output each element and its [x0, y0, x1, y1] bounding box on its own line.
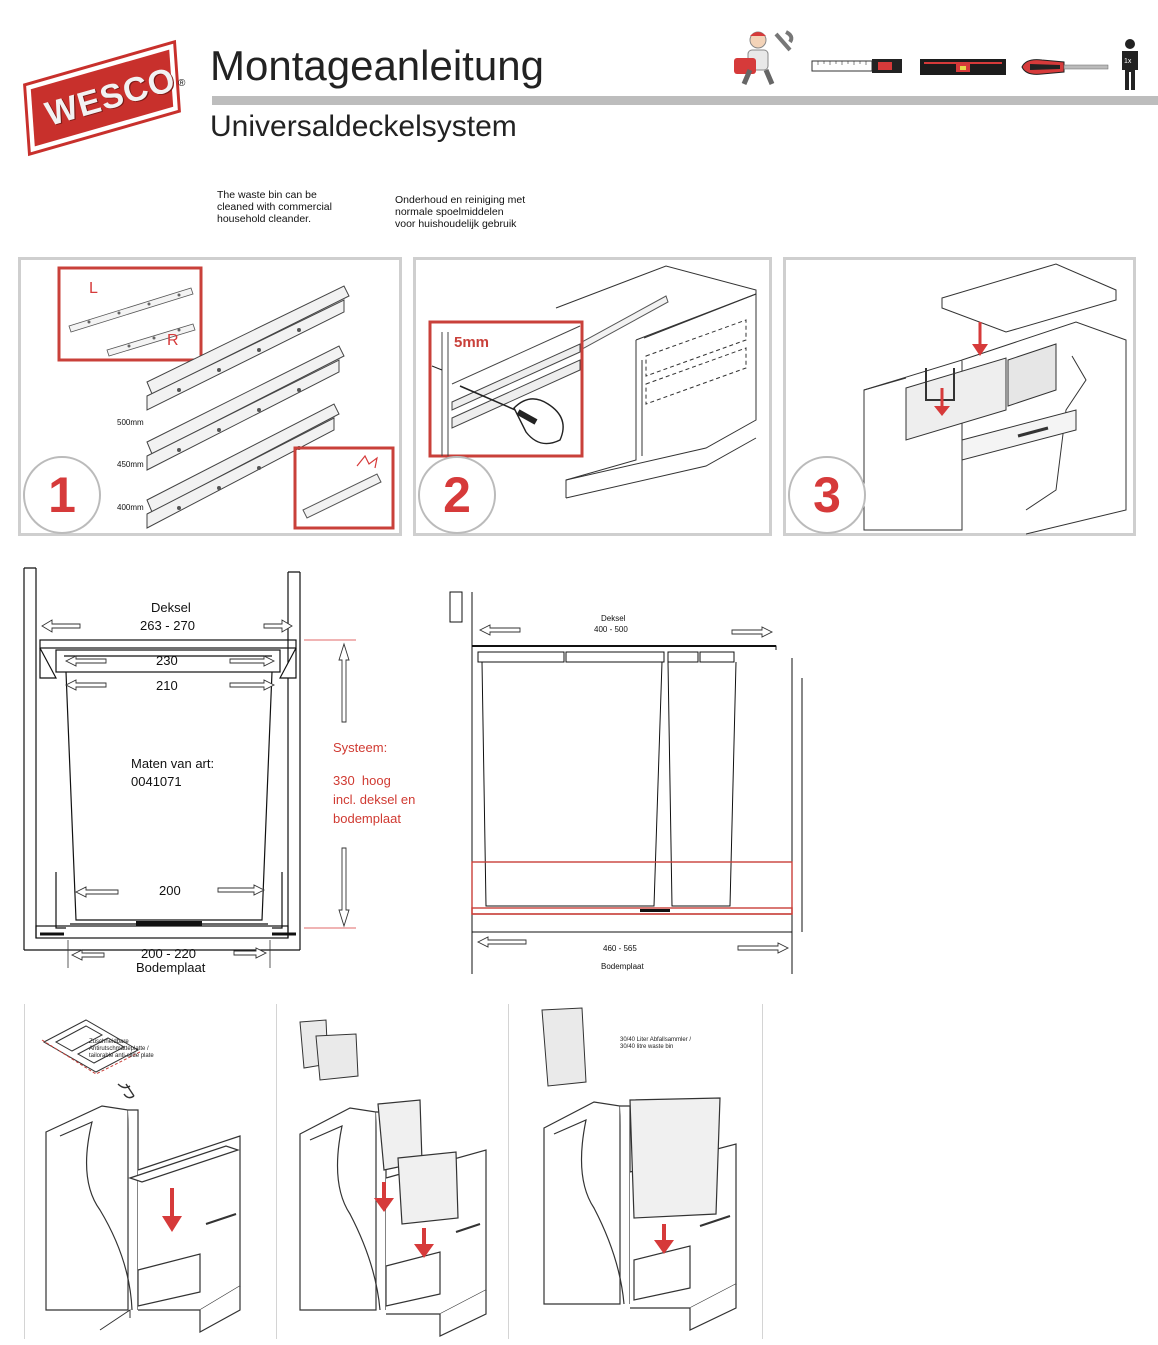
rail-set-drawing: [146, 285, 350, 529]
page-subtitle: Universaldeckelsystem: [210, 110, 517, 143]
system-title: Systeem:: [333, 740, 388, 755]
rail-size-500: 500mm: [117, 418, 144, 427]
wesco-logo: [23, 39, 181, 157]
base-label-left: Bodemplaat: [136, 960, 206, 975]
bottom-inner-200: 200: [159, 883, 181, 898]
step-2-badge: 2: [418, 456, 496, 534]
bottom-divider-1: [24, 1004, 25, 1339]
single-bin-install-drawing: [541, 1007, 737, 1331]
registered-mark: ®: [178, 78, 186, 89]
article-number: 0041071: [131, 774, 182, 789]
antislip-mat-install-drawing: [41, 1019, 241, 1334]
bottom-divider-4: [762, 1004, 763, 1339]
base-range-left: 200 - 220: [141, 946, 196, 961]
person-icon: [1122, 39, 1138, 90]
step-1-panel: L R 500mm 450mm 400mm 1: [18, 257, 402, 536]
rail-size-450: 450mm: [117, 460, 144, 469]
rail-cut-detail-box: [293, 446, 395, 530]
right-dimension-drawing: [449, 591, 803, 974]
upper-width-210: 210: [156, 678, 178, 693]
worker-icon: [734, 30, 794, 85]
bottom-divider-2: [276, 1004, 277, 1339]
bottom-divider-3: [508, 1004, 509, 1339]
tape-measure-icon: [811, 59, 902, 73]
person-count: 1x: [1124, 58, 1132, 65]
lid-label-right: Deksel: [601, 614, 626, 623]
spirit-level-icon: [920, 59, 1006, 75]
screwdriver-icon: [1021, 59, 1109, 75]
page-title: Montageanleitung: [210, 42, 544, 89]
cleaning-note-english: The waste bin can be cleaned with commer…: [217, 189, 332, 225]
double-bin-install-drawing: [299, 1019, 487, 1337]
title-rule: [212, 96, 1158, 105]
base-range-right: 460 - 565: [603, 944, 637, 953]
cleaning-note-dutch: Onderhoud en reiniging met normale spoel…: [395, 194, 526, 230]
lid-range-right: 400 - 500: [594, 625, 628, 634]
gap-5mm-label: 5mm: [454, 334, 490, 351]
right-rail-label: R: [167, 332, 179, 349]
rail-detail-box: [57, 266, 203, 362]
base-label-right: Bodemplaat: [601, 962, 644, 971]
step-3-badge: 3: [788, 456, 866, 534]
system-base: bodemplaat: [333, 811, 401, 826]
lid-range-left: 263 - 270: [140, 618, 195, 633]
antislip-mat-label: Zuschneidbare Antirutschmatteplatte / ta…: [89, 1039, 154, 1059]
system-incl-lid: incl. deksel en: [333, 792, 416, 807]
step-1-badge: 1: [23, 456, 101, 534]
lid-mount-drawing: [863, 263, 1127, 535]
lid-label-left: Deksel: [151, 600, 191, 615]
left-rail-label: L: [89, 280, 98, 297]
rail-size-400: 400mm: [117, 503, 144, 512]
step-2-panel: 5mm 2: [413, 257, 772, 536]
waste-bin-label: 30/40 Liter Abfallsammler / 30/40 litre …: [620, 1037, 692, 1050]
left-dimension-drawing: [23, 567, 356, 968]
article-label: Maten van art:: [131, 756, 215, 771]
system-height: 330 hoog: [333, 773, 391, 788]
top-width-230: 230: [156, 653, 178, 668]
step-3-panel: 3: [783, 257, 1136, 536]
screwdriver-detail-box: [428, 320, 584, 458]
